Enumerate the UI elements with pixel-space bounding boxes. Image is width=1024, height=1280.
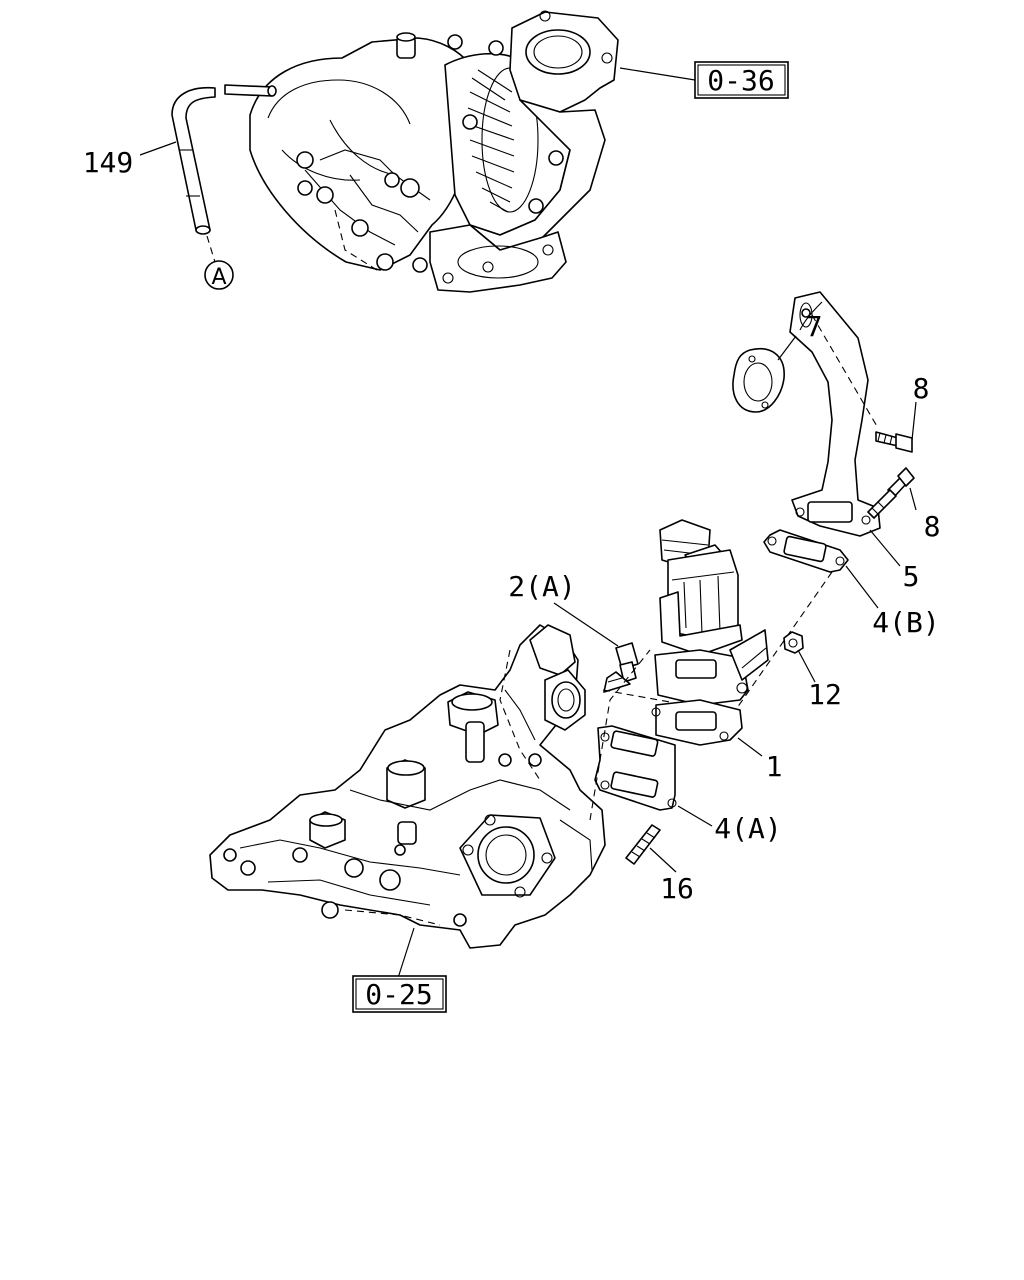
intake-manifold	[209, 624, 651, 949]
egr-valve-1	[651, 519, 769, 746]
manifold-ref-label: 0-25	[365, 978, 432, 1011]
hose-149	[171, 86, 216, 263]
bolt-8-lower	[867, 467, 915, 519]
nut-12	[783, 631, 804, 654]
bolt-8-upper-label: 8	[913, 372, 930, 405]
gasket-4b	[729, 529, 849, 719]
egr-pipe-5	[789, 291, 881, 537]
leader-lines	[139, 67, 917, 979]
gasket-4a-label: 4(A)	[714, 812, 781, 845]
circle-a-label: A	[211, 265, 226, 290]
bolt-8-upper	[875, 431, 913, 453]
stud-16	[625, 824, 661, 865]
stud-16-label: 16	[660, 872, 694, 905]
manifold-ref-box	[352, 975, 447, 1013]
turbo-ref-box	[694, 61, 789, 99]
gasket-4b-label: 4(B)	[872, 606, 939, 639]
pipe-5-label: 5	[903, 560, 920, 593]
bolt-2a-label: 2(A)	[508, 570, 575, 603]
gasket-7	[732, 348, 785, 413]
bolt-8-lower-label: 8	[924, 510, 941, 543]
bolt-2a	[602, 642, 671, 703]
hose-149-label: 149	[83, 146, 134, 179]
nut-12-label: 12	[808, 678, 842, 711]
circle-a-marker	[204, 260, 234, 290]
gasket-7-label: 7	[806, 310, 823, 343]
turbocharger	[224, 10, 619, 293]
turbo-ref-label: 0-36	[707, 64, 774, 97]
gasket-4a	[594, 725, 677, 811]
egr-valve-1-label: 1	[766, 750, 783, 783]
